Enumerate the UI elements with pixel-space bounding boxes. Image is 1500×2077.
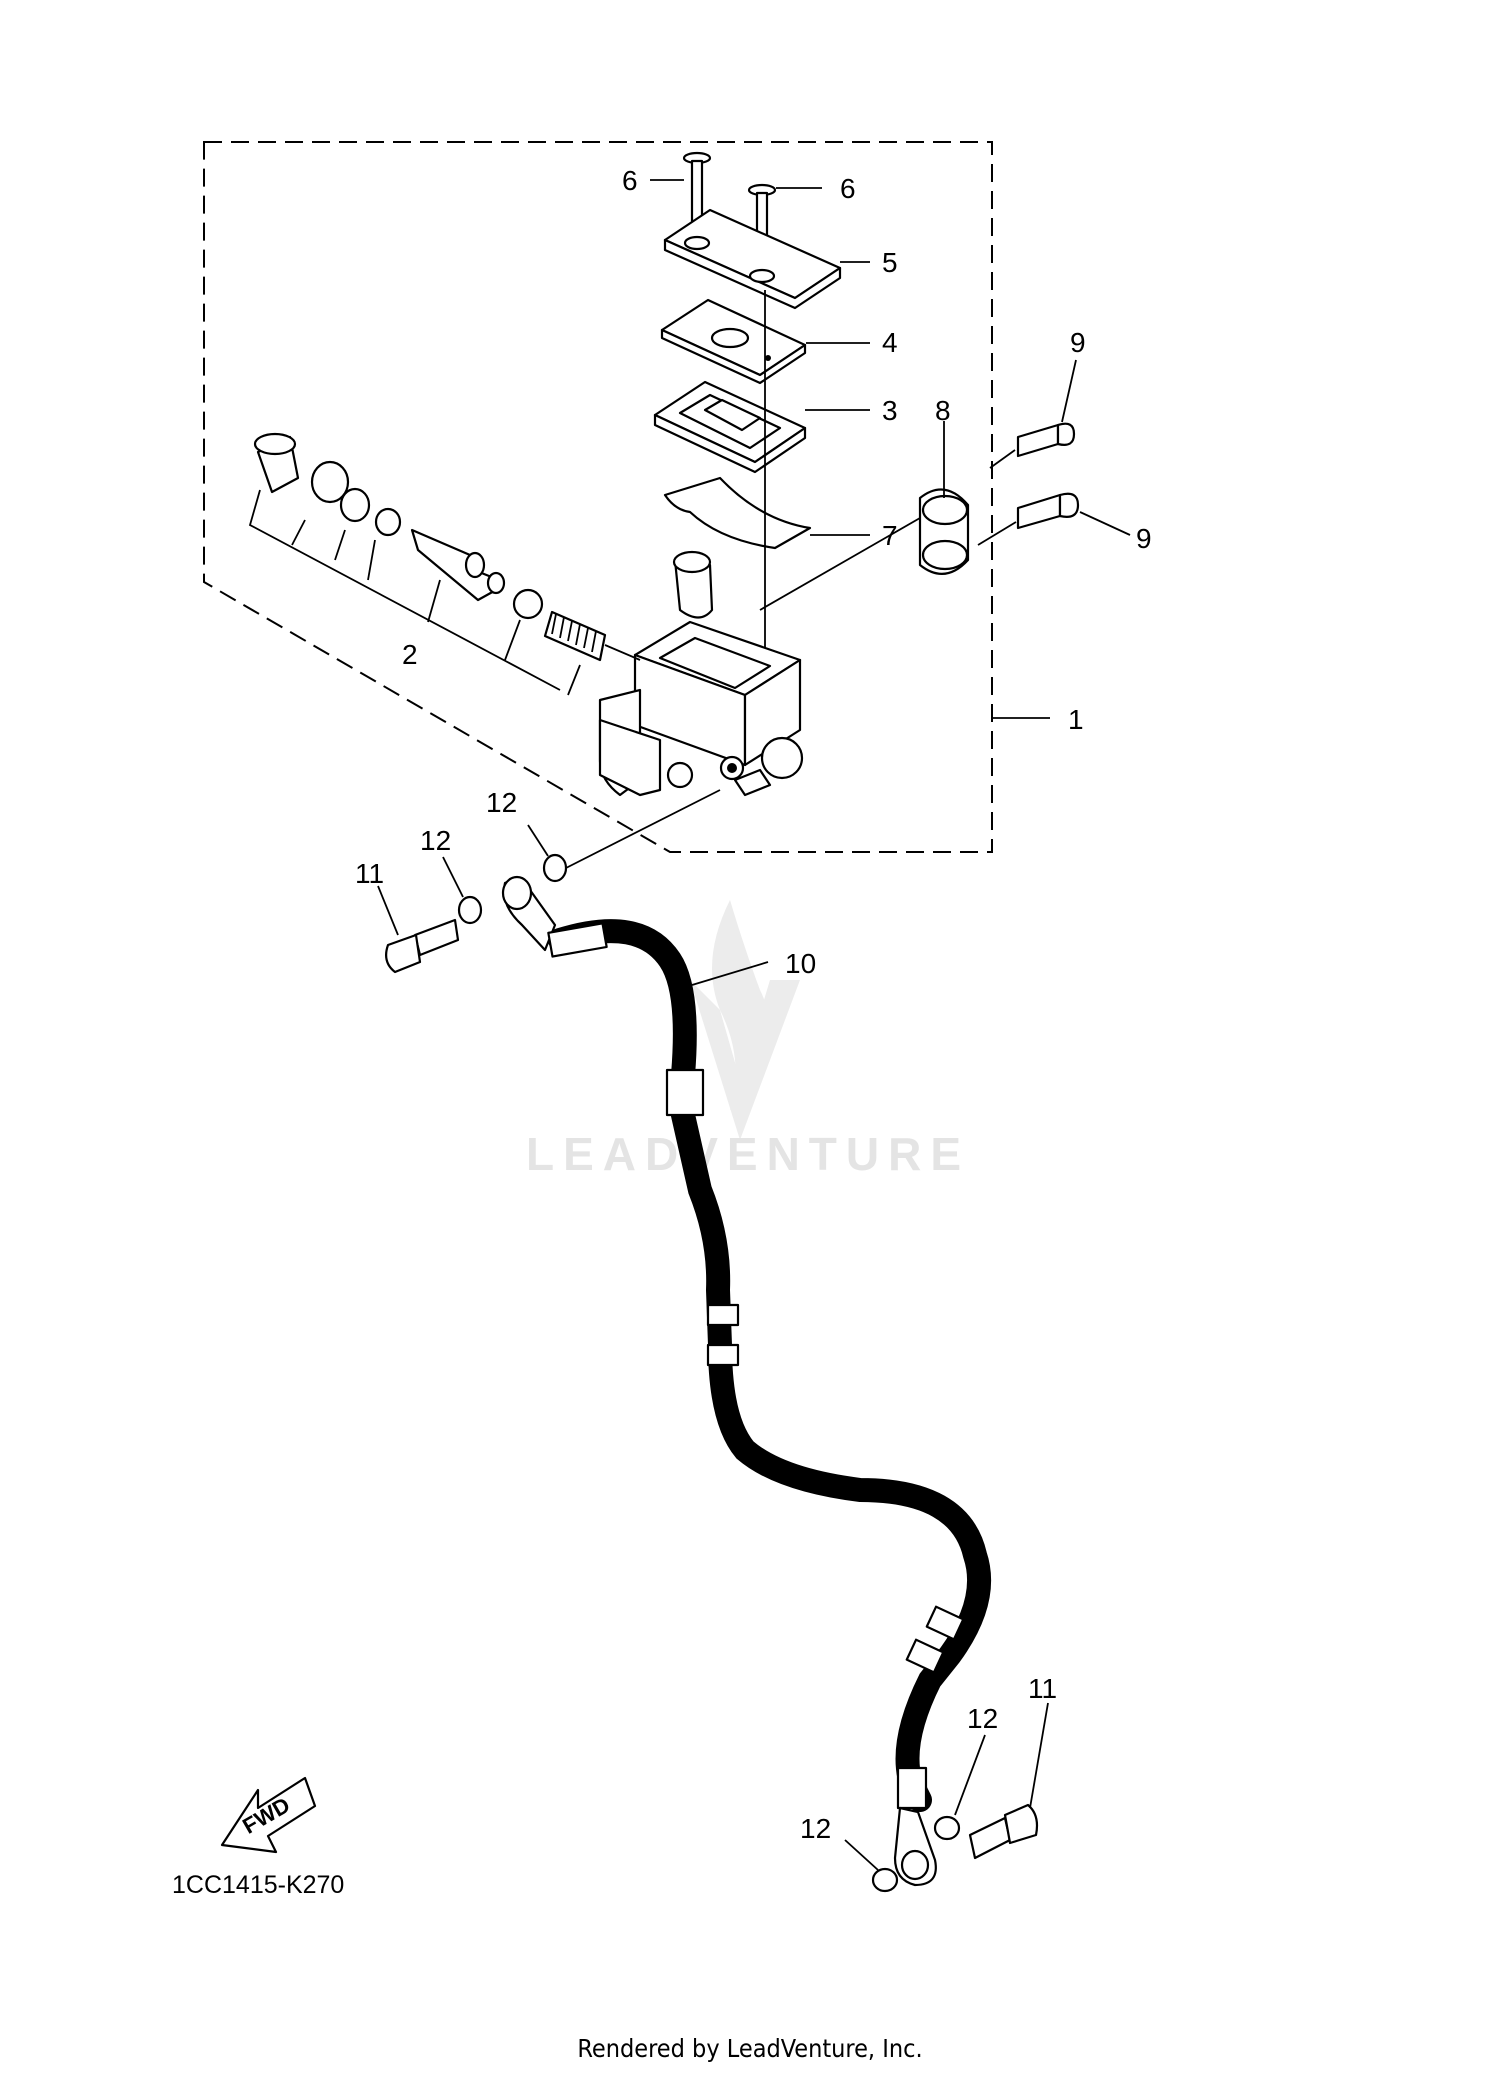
callout-6b: 6 bbox=[840, 173, 856, 204]
protector-float bbox=[663, 476, 812, 550]
diaphragm bbox=[653, 380, 807, 474]
bolt-9b bbox=[977, 492, 1080, 546]
diagram-code: 1CC1415-K270 bbox=[172, 1871, 344, 1899]
watermark-v-icon bbox=[690, 980, 800, 1140]
callout-11a: 11 bbox=[355, 858, 384, 889]
brake-hose bbox=[501, 875, 992, 1887]
callout-5: 5 bbox=[882, 247, 898, 278]
leader-12b bbox=[442, 856, 464, 898]
callout-6a: 6 bbox=[622, 165, 638, 196]
reservoir-cap bbox=[663, 208, 842, 310]
leader-12c bbox=[954, 1734, 986, 1816]
watermark: LEADVENTURE bbox=[526, 900, 970, 1180]
watermark-text: LEADVENTURE bbox=[526, 1128, 970, 1180]
copper-washer-12c bbox=[933, 1815, 961, 1841]
bolt-9a bbox=[989, 422, 1076, 469]
copper-washer-12d bbox=[871, 1867, 899, 1893]
copper-washer-12a bbox=[542, 853, 568, 883]
copper-washer-12b bbox=[457, 895, 483, 925]
callout-8: 8 bbox=[935, 395, 951, 426]
leader-12d bbox=[844, 1839, 879, 1871]
callout-10: 10 bbox=[785, 948, 816, 979]
callout-11b: 11 bbox=[1028, 1673, 1057, 1704]
callout-12d: 12 bbox=[800, 1813, 831, 1844]
leader-9b bbox=[1079, 511, 1131, 536]
master-cylinder-holder bbox=[918, 488, 970, 575]
washer-guide-line bbox=[565, 789, 721, 869]
leader-11b bbox=[1029, 1702, 1049, 1809]
holder-guide-line bbox=[759, 517, 921, 611]
callout-1: 1 bbox=[1068, 704, 1084, 735]
fwd-arrow-icon: FWD bbox=[220, 1776, 317, 1854]
leader-10 bbox=[691, 961, 769, 986]
leader-12a bbox=[527, 824, 549, 857]
callout-12b: 12 bbox=[420, 825, 451, 856]
callout-2: 2 bbox=[402, 639, 418, 670]
piston-kit bbox=[248, 432, 641, 696]
callout-9b: 9 bbox=[1136, 523, 1152, 554]
footer-credit: Rendered by LeadVenture, Inc. bbox=[577, 2034, 922, 2063]
callout-12c: 12 bbox=[967, 1703, 998, 1734]
union-bolt-11b bbox=[968, 1803, 1039, 1860]
callout-7: 7 bbox=[882, 520, 898, 551]
callout-3: 3 bbox=[882, 395, 898, 426]
master-cylinder-body bbox=[598, 550, 804, 797]
diaphragm-plate bbox=[660, 298, 807, 385]
leader-11a bbox=[377, 885, 399, 936]
callout-4: 4 bbox=[882, 327, 898, 358]
leader-9a bbox=[1061, 359, 1077, 423]
callout-12a: 12 bbox=[486, 787, 517, 818]
union-bolt-11a bbox=[385, 918, 460, 974]
assembly-boundary bbox=[203, 141, 993, 853]
callout-9a: 9 bbox=[1070, 327, 1086, 358]
